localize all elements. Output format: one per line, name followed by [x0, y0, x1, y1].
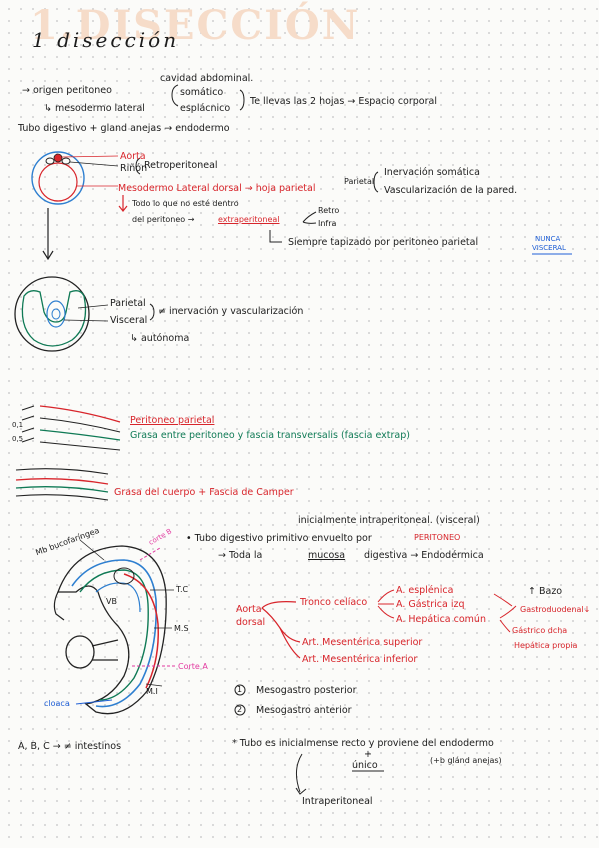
two-layers-text: Te llevas las 2 hojas → Espacio corporal [250, 96, 437, 107]
peritoneo-parietal-label: Peritoneo parietal [130, 415, 215, 426]
mesoderm-dorsal-label: Mesodermo Lateral dorsal → hoja parietal [118, 183, 316, 194]
brace-layers [239, 89, 245, 111]
bazo-label: ↑ Bazo [528, 586, 563, 597]
meso2-number: 2 [237, 705, 243, 714]
layers-diagram [15, 405, 121, 501]
origin-text: → origen peritoneo [22, 85, 112, 96]
cavity-text: cavidad abdominal. [160, 73, 254, 84]
innervation-text: ≠ inervación y vascularización [158, 306, 304, 317]
autonomous-text: ↳ autónoma [130, 333, 190, 344]
unico-text: único [352, 760, 378, 771]
infra-label: Infra [318, 219, 337, 228]
brace-origin [171, 84, 179, 107]
mucosa-pre-text: → Toda la [218, 550, 263, 561]
visceral-label: Visceral [110, 315, 148, 326]
intraperitoneal-text: Intraperitoneal [302, 796, 373, 807]
kidney-label: Riñón [120, 163, 148, 174]
cloaca-label: cloaca [44, 699, 70, 708]
gastrico-dcha-label: Gástrico dcha [512, 626, 568, 635]
ms-label: M.S [174, 624, 189, 633]
cross-section-diagram [31, 151, 141, 205]
plus-sign: + [364, 749, 372, 760]
peritoneo-label: PERITONEO [414, 533, 461, 542]
somatic-text: somático [180, 87, 224, 98]
mes-sup-label: Art. Mesentérica superior [302, 637, 423, 648]
hepatica-propia-label: Hepática propia [514, 641, 578, 650]
tc-label: T.C [176, 585, 189, 594]
not-inside-line2: del peritoneo → [132, 215, 195, 224]
somatic-innervation-text: Inervación somática [384, 167, 480, 178]
visceral-caps-label: VISCERAL [532, 244, 566, 252]
aorta-branches [261, 589, 517, 659]
initially-text: inicialmente intraperitoneal. (visceral) [298, 515, 480, 526]
grasa-entre-label: Grasa entre peritoneo y fascia transvers… [130, 430, 410, 441]
layer-label-b: 0,5 [12, 435, 24, 443]
mucosa-text: mucosa [308, 550, 346, 561]
page-title-outline: 1.DISECCIÓN [30, 2, 361, 49]
meso1-number: 1 [237, 685, 243, 694]
splanchnic-text: esplácnico [180, 103, 231, 114]
mes-inf-label: Art. Mesentérica inferior [302, 654, 418, 665]
gastrica-label: A. Gástrica izq [396, 599, 465, 610]
not-inside-line1: Todo lo que no esté dentro [132, 199, 239, 208]
esplenica-label: A. esplénica [396, 585, 454, 596]
glands-text: (+b glánd anejas) [430, 756, 502, 765]
meso1-label: Mesogastro posterior [256, 685, 357, 696]
hepatica-label: A. Hepática común [396, 614, 486, 625]
retroperitoneal-label: Retroperitoneal [144, 160, 218, 171]
gastroduodenal-label: Gastroduodenal↓ [520, 605, 591, 614]
corte-a-label: Corte A [178, 662, 208, 671]
retro-short-label: Retro [318, 206, 340, 215]
gut-tube-text: Tubo digestivo + gland anejas → endoderm… [18, 123, 230, 134]
peritoneum-diagram [14, 276, 155, 352]
always-lined-text: Siempre tapizado por peritoneo parietal [288, 237, 479, 248]
vb-label: VB [106, 597, 117, 606]
parietal-side-label: Parietal [344, 177, 375, 186]
parietal-label: Parietal [110, 298, 146, 309]
tronco-celiaco-label: Tronco celíaco [300, 597, 368, 608]
wall-vasc-text: Vascularización de la pared. [384, 185, 518, 196]
abc-text: A, B, C → ≠ intestinos [18, 741, 122, 752]
mi-label: M.I [146, 687, 158, 696]
never-label: NUNCA [535, 235, 561, 243]
aorta-dorsal-1: Aorta [236, 604, 262, 615]
grasa-cuerpo-label: Grasa del cuerpo + Fascia de Camper [114, 487, 294, 498]
embryo-gut-diagram [53, 539, 176, 715]
meso2-label: Mesogastro anterior [256, 705, 352, 716]
tube-straight-text: * Tubo es inicialmense recto y proviene … [232, 738, 494, 749]
mesoderm-text: ↳ mesodermo lateral [44, 103, 145, 114]
layer-label-a: 0,1 [12, 421, 24, 429]
page-title-cursive: 1 disección [32, 28, 180, 52]
mucosa-post-text: digestiva → Endodérmica [364, 550, 484, 561]
aorta-dorsal-2: dorsal [236, 617, 266, 628]
primitive-text: • Tubo digestivo primitivo envuelto por [186, 533, 372, 544]
aorta-label: Aorta [120, 151, 146, 162]
extraperitoneal-label: extraperitoneal [218, 215, 280, 224]
